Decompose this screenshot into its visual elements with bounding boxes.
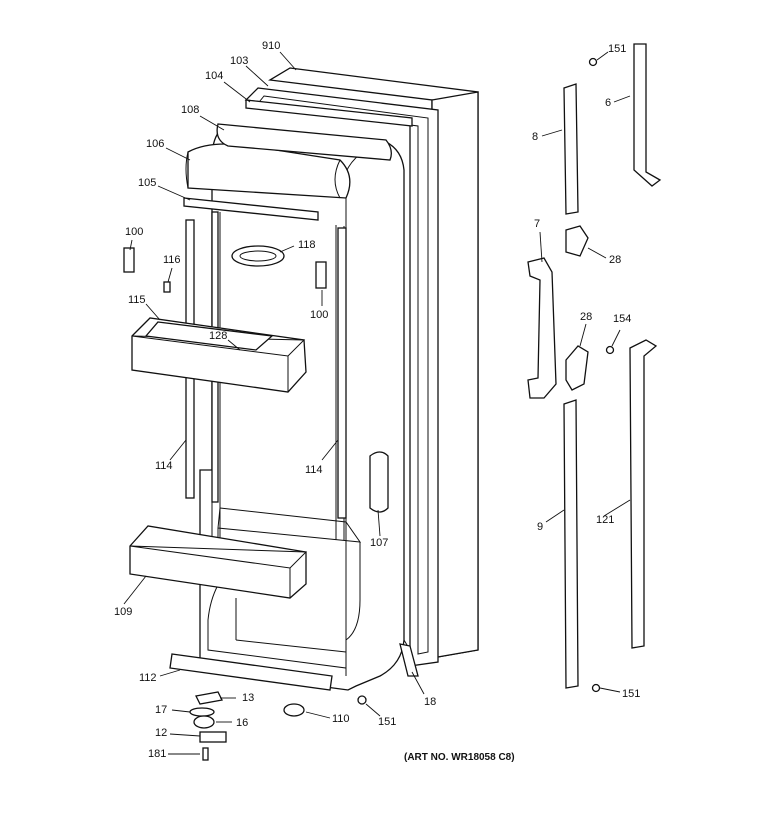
label-13: 13 [242, 692, 255, 704]
label-114-left: 114 [155, 460, 173, 472]
shelf-rail-right [337, 227, 347, 519]
screw-151-right [591, 683, 601, 693]
door-cap-top [216, 123, 392, 161]
label-28-middle: 28 [580, 311, 593, 323]
label-107: 107 [370, 537, 389, 549]
label-100-left: 100 [125, 226, 144, 238]
screw-151-top [588, 57, 598, 67]
plug-110 [283, 703, 305, 717]
label-108: 108 [181, 104, 200, 116]
label-16: 16 [236, 717, 249, 729]
label-105: 105 [138, 177, 157, 189]
hinge-cover-13 [195, 691, 223, 705]
label-109: 109 [114, 606, 133, 618]
label-104: 104 [205, 70, 224, 82]
clip-116 [163, 281, 171, 293]
label-128: 128 [209, 330, 228, 342]
top-trim-strip [183, 197, 319, 221]
bracket-100-right [315, 261, 327, 289]
label-151-right: 151 [622, 688, 641, 700]
label-100-right: 100 [310, 309, 329, 321]
screw-154 [605, 345, 615, 355]
screw-181 [202, 747, 209, 761]
label-151-bottom: 151 [378, 716, 397, 728]
bracket-100-left [123, 247, 135, 273]
bottom-trim [169, 653, 333, 691]
label-9: 9 [537, 521, 544, 533]
upper-shelf-bin [131, 317, 307, 393]
label-17: 17 [155, 704, 168, 716]
dairy-cover [185, 143, 351, 199]
trim-strip-121 [629, 339, 658, 649]
label-910: 910 [262, 40, 281, 52]
label-12: 12 [155, 727, 168, 739]
handle-trim-6 [633, 43, 662, 187]
label-121: 121 [596, 514, 615, 526]
label-116: 116 [163, 254, 181, 266]
label-151-top: 151 [608, 43, 627, 55]
gasket-strip [245, 99, 413, 127]
label-103: 103 [230, 55, 249, 67]
label-106: 106 [146, 138, 165, 150]
art-number: (ART NO. WR18058 C8) [404, 752, 515, 763]
grip-handle [231, 245, 285, 267]
screw-151-bottom [357, 695, 367, 705]
label-154: 154 [613, 313, 632, 325]
label-112: 112 [139, 672, 157, 684]
handle-7 [527, 257, 557, 399]
label-110: 110 [332, 713, 350, 725]
label-28-top: 28 [609, 254, 622, 266]
washer-17 [189, 707, 215, 717]
label-114-right: 114 [305, 464, 323, 476]
label-118: 118 [298, 239, 316, 251]
bracket-28-middle [565, 345, 589, 391]
label-115: 115 [128, 294, 146, 306]
bracket-28-top [565, 225, 589, 257]
label-6: 6 [605, 97, 612, 109]
label-18: 18 [424, 696, 437, 708]
label-181: 181 [148, 748, 167, 760]
handle-mount-9 [563, 399, 579, 689]
lower-shelf-bin [129, 525, 308, 599]
hinge-12 [199, 731, 227, 743]
door-stop-bracket [369, 451, 389, 513]
handle-mount-8 [563, 83, 579, 215]
leader-lines [123, 51, 631, 755]
bushing-16 [193, 715, 215, 729]
hinge-pin-strip [399, 643, 419, 677]
label-7: 7 [534, 218, 541, 230]
label-8: 8 [532, 131, 539, 143]
